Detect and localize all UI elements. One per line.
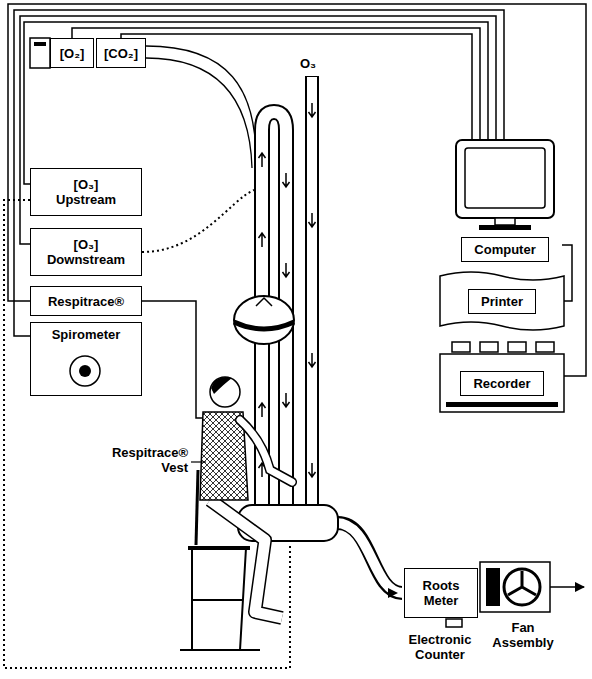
valve-mask bbox=[256, 298, 272, 306]
cable-line bbox=[24, 22, 488, 184]
flow-arrows bbox=[259, 403, 266, 417]
fan-assembly bbox=[480, 562, 584, 612]
electronic-counter bbox=[446, 619, 462, 627]
cable-line bbox=[72, 28, 480, 140]
electronic-counter bbox=[446, 619, 462, 627]
ozone-analyzer-box: [O₃] Upstream bbox=[30, 168, 142, 216]
fan-assembly bbox=[508, 571, 536, 595]
respitrace-wire bbox=[142, 301, 203, 418]
dotted-sample-lines bbox=[142, 190, 254, 252]
seated-subject bbox=[200, 377, 292, 618]
analyzer-box: [O₂] bbox=[50, 38, 94, 68]
breathing-tubes bbox=[336, 523, 403, 593]
flow-arrows bbox=[259, 153, 266, 167]
node-text: [O₃] Upstream bbox=[44, 177, 128, 207]
process-box: Respitrace® bbox=[30, 286, 142, 316]
seated-subject bbox=[210, 500, 282, 618]
sample-lines bbox=[146, 46, 256, 168]
cable-line bbox=[14, 10, 504, 336]
node-outline bbox=[456, 140, 554, 218]
analyzer-housing bbox=[30, 38, 50, 68]
valve-mask bbox=[234, 322, 294, 329]
node-outline bbox=[480, 342, 498, 352]
analyzer-housing bbox=[30, 38, 50, 68]
fan-assembly bbox=[550, 586, 584, 588]
leader-line bbox=[191, 461, 206, 462]
flow-arrows bbox=[309, 463, 316, 477]
node-outline bbox=[440, 272, 564, 330]
valve-mask bbox=[234, 296, 294, 344]
node-text: [O₂] bbox=[60, 46, 85, 61]
printer-paper: Printer bbox=[440, 268, 564, 334]
fan-assembly bbox=[504, 569, 540, 605]
cable-line bbox=[8, 4, 586, 376]
node-outline bbox=[536, 342, 554, 352]
seated-subject bbox=[240, 420, 292, 482]
flow-arrows bbox=[309, 353, 316, 367]
node-text: Spirometer bbox=[52, 327, 121, 342]
chair bbox=[188, 546, 250, 550]
node-text: Printer bbox=[468, 289, 536, 314]
node-outline bbox=[465, 148, 545, 208]
part-label: Electronic Counter bbox=[395, 632, 485, 662]
chart-recorder: Recorder bbox=[440, 340, 564, 412]
sample-lines bbox=[146, 58, 252, 168]
analyzer-housing bbox=[34, 42, 46, 46]
cable-line bbox=[20, 16, 496, 244]
computer-monitor: Computer bbox=[448, 140, 562, 262]
chair bbox=[180, 548, 260, 650]
node-outline bbox=[79, 365, 91, 377]
analyzer-box: [CO₂] bbox=[96, 38, 146, 68]
part-label: Respitrace® Vest bbox=[98, 445, 188, 475]
node-outline bbox=[440, 354, 564, 412]
seated-subject bbox=[211, 377, 232, 394]
flow-arrows bbox=[388, 588, 398, 598]
flow-arrows bbox=[259, 233, 266, 247]
breathing-tubes bbox=[307, 77, 317, 506]
part-label: Fan Assembly bbox=[486, 620, 560, 650]
chair bbox=[196, 470, 198, 545]
node-text: [CO₂] bbox=[104, 46, 138, 61]
cable-line bbox=[121, 34, 472, 140]
flow-arrows bbox=[309, 213, 316, 227]
node-text: Computer bbox=[461, 237, 548, 262]
node-shape bbox=[31, 323, 143, 397]
seated-subject bbox=[210, 500, 282, 618]
spirometer-box: Spirometer bbox=[30, 322, 142, 396]
node-text: Roots Meter bbox=[405, 578, 477, 608]
node-outline bbox=[452, 342, 470, 352]
valve-mask bbox=[234, 296, 294, 344]
seated-subject bbox=[210, 377, 240, 407]
node-outline bbox=[508, 342, 526, 352]
node-shape bbox=[448, 140, 562, 262]
flow-arrows bbox=[283, 393, 290, 407]
flow-arrows bbox=[283, 263, 290, 277]
node-outline bbox=[479, 225, 531, 230]
seated-subject bbox=[240, 420, 292, 482]
flow-arrows bbox=[309, 103, 316, 117]
roots-meter-box: Roots Meter bbox=[404, 568, 478, 618]
node-outline bbox=[70, 356, 100, 386]
flow-arrows bbox=[283, 173, 290, 187]
node-outline bbox=[446, 402, 558, 407]
node-text: [O₃] Downstream bbox=[44, 237, 128, 267]
fan-assembly bbox=[480, 562, 550, 612]
node-text: Respitrace® bbox=[48, 294, 124, 309]
node-shape bbox=[440, 268, 564, 334]
cable-line bbox=[562, 245, 572, 301]
node-shape bbox=[440, 340, 564, 412]
node-outline bbox=[495, 218, 515, 225]
node-text: Recorder bbox=[460, 371, 543, 396]
fan-assembly bbox=[486, 568, 500, 606]
gas-inlet-label: O₃ bbox=[300, 56, 324, 71]
breathing-tubes bbox=[305, 76, 319, 505]
sample-lines bbox=[146, 46, 256, 160]
ozone-analyzer-box: [O₃] Downstream bbox=[30, 228, 142, 276]
